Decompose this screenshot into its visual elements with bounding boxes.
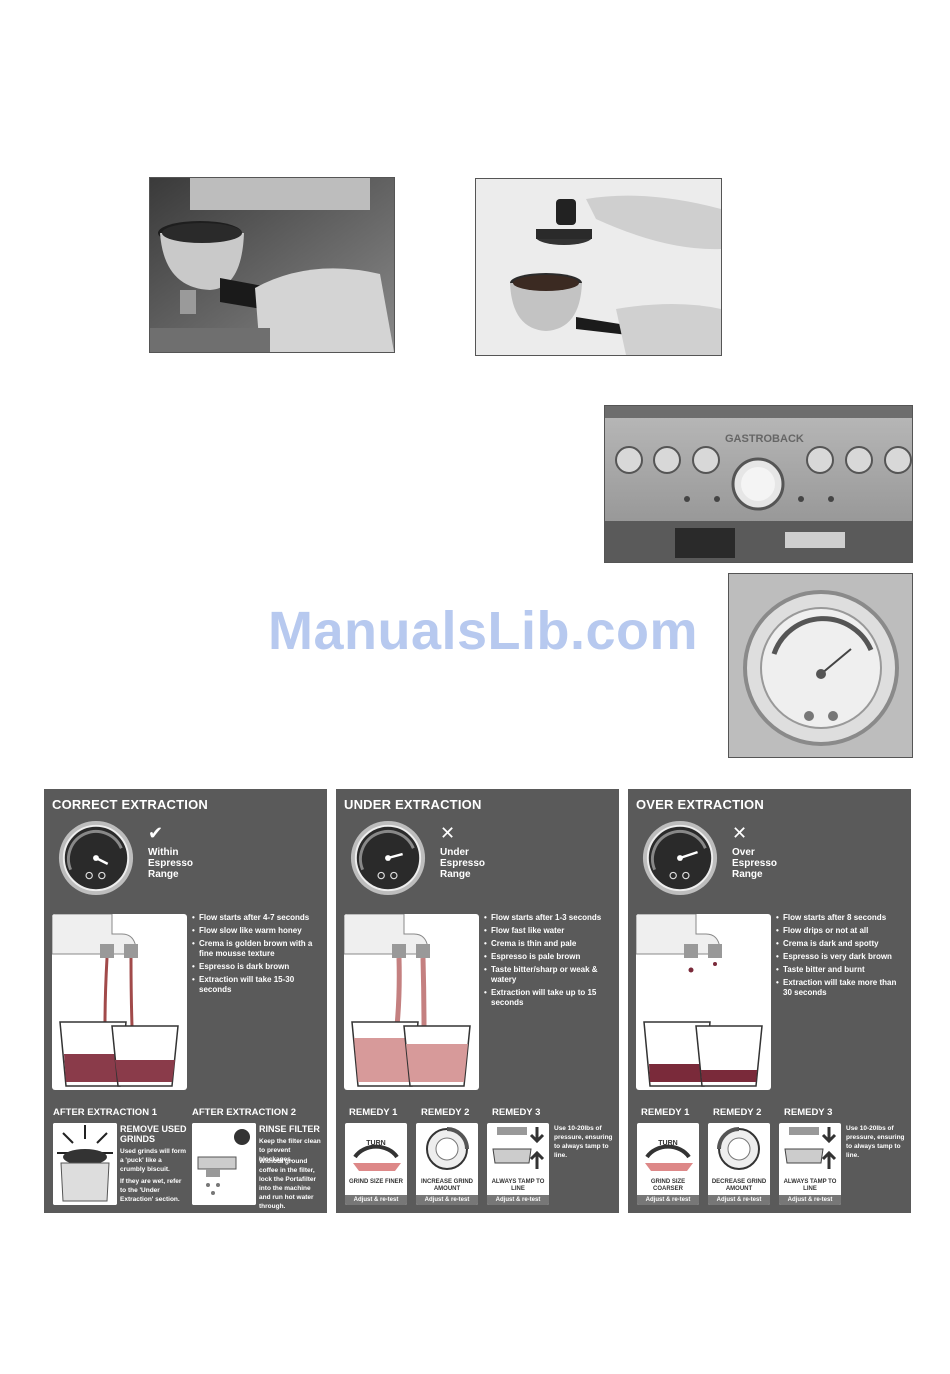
remedy-footer: Adjust & re-test [487,1195,549,1205]
turn-text: TURN [366,1140,385,1147]
after-extraction-2-heading: AFTER EXTRACTION 2 [192,1107,296,1118]
control-panel-photo: GASTROBACK [604,405,913,563]
after-extraction-1-heading: AFTER EXTRACTION 1 [53,1107,157,1118]
tamping-photo [475,178,722,356]
cross-icon: ✕ [732,823,748,844]
list-item: Espresso is pale brown [484,952,614,962]
remedy-2-heading: REMEDY 2 [713,1107,762,1118]
remedy-card: ALWAYS TAMP TO LINE Adjust & re-test [487,1123,549,1205]
remedy-footer: Adjust & re-test [345,1195,407,1205]
turn-text: TURN [658,1140,677,1147]
list-item: Crema is dark and spotty [776,939,906,949]
list-item: Flow starts after 1-3 seconds [484,913,614,923]
remedy-1-heading: REMEDY 1 [641,1107,690,1118]
brand-text: GASTROBACK [725,433,804,445]
remove-grinds-title: REMOVE USED GRINDS [120,1124,187,1144]
remedy-1-heading: REMEDY 1 [349,1107,398,1118]
remedy-label: ALWAYS TAMP TO LINE [491,1179,545,1192]
remedy-3-heading: REMEDY 3 [784,1107,833,1118]
remove-grinds-note: If they are wet, refer to the 'Under Ext… [120,1178,182,1203]
remedy-card: DECREASE GRIND AMOUNT Adjust & re-test [708,1123,770,1205]
list-item: Taste bitter/sharp or weak & watery [484,965,614,985]
check-icon: ✔ [148,823,164,844]
panel-title: CORRECT EXTRACTION [52,797,208,812]
remove-grinds-text: Used grinds will form a 'puck' like a cr… [120,1148,187,1173]
remedy-2-heading: REMEDY 2 [421,1107,470,1118]
tamp-icon [784,1127,837,1169]
over-extraction-panel: OVER EXTRACTION ✕ Over Espresso Range Fl… [628,789,911,1213]
list-item: Crema is golden brown with a fine mousse… [192,939,322,959]
panel-title: OVER EXTRACTION [636,797,764,812]
tamp-icon [492,1127,545,1169]
pressure-gauge-photo [728,573,913,758]
range-label: Under Espresso Range [440,847,486,880]
remedy-card: TURN GRIND SIZE FINER Adjust & re-test [345,1123,407,1205]
coffee-puck-icon [53,1123,117,1205]
remedy-footer: Adjust & re-test [708,1195,770,1205]
symptom-list: Flow starts after 4-7 seconds Flow slow … [192,913,322,998]
list-item: Taste bitter and burnt [776,965,906,975]
rinse-filter-icon [192,1123,256,1205]
range-label: Within Espresso Range [148,847,194,880]
remedy-card: TURN GRIND SIZE COARSER Adjust & re-test [637,1123,699,1205]
list-item: Extraction will take 15-30 seconds [192,975,322,995]
extraction-illustration [636,914,771,1090]
list-item: Flow slow like warm honey [192,926,322,936]
cross-icon: ✕ [440,823,456,844]
list-item: Flow starts after 4-7 seconds [192,913,322,923]
remedy-3-heading: REMEDY 3 [492,1107,541,1118]
remedy-label: DECREASE GRIND AMOUNT [711,1179,767,1192]
list-item: Extraction will take up to 15 seconds [484,988,614,1008]
correct-extraction-panel: CORRECT EXTRACTION ✔ Within Espresso Ran… [44,789,327,1213]
watermark-text: ManualsLib.com [268,601,699,661]
grind-dial-icon: TURN [353,1140,401,1171]
list-item: Espresso is very dark brown [776,952,906,962]
remedy-label: INCREASE GRIND AMOUNT [420,1179,473,1192]
list-item: Flow fast like water [484,926,614,936]
remedy-footer: Adjust & re-test [779,1195,841,1205]
list-item: Extraction will take more than 30 second… [776,978,906,998]
symptom-list: Flow starts after 1-3 seconds Flow fast … [484,913,614,1011]
grind-amount-dial-icon [717,1127,760,1170]
tamp-note: Use 10-20lbs of pressure, ensuring to al… [554,1125,613,1159]
range-label: Over Espresso Range [732,847,778,880]
list-item: Espresso is dark brown [192,962,322,972]
remedy-label: GRIND SIZE FINER [348,1179,403,1185]
remedy-label: GRIND SIZE COARSER [650,1179,686,1192]
list-item: Flow drips or not at all [776,926,906,936]
pressure-gauge-icon [57,819,135,897]
pressure-gauge-icon [349,819,427,897]
rinse-filter-note: Without ground coffee in the filter, loc… [259,1158,317,1210]
rinse-filter-title: RINSE FILTER [259,1124,320,1134]
panel-title: UNDER EXTRACTION [344,797,482,812]
remedy-card: ALWAYS TAMP TO LINE Adjust & re-test [779,1123,841,1205]
tamp-note: Use 10-20lbs of pressure, ensuring to al… [846,1125,905,1159]
list-item: Flow starts after 8 seconds [776,913,906,923]
remedy-card: INCREASE GRIND AMOUNT Adjust & re-test [416,1123,478,1205]
extraction-illustration [52,914,187,1090]
extraction-illustration [344,914,479,1090]
grind-dial-icon: TURN [645,1140,693,1171]
remedy-footer: Adjust & re-test [416,1195,478,1205]
portafilter-dosing-photo [149,177,395,353]
list-item: Crema is thin and pale [484,939,614,949]
rinse-filter-text: Keep the filter clean to prevent blockag… [259,1138,321,1163]
remedy-label: ALWAYS TAMP TO LINE [783,1179,837,1192]
pressure-gauge-icon [641,819,719,897]
symptom-list: Flow starts after 8 seconds Flow drips o… [776,913,906,1001]
remedy-footer: Adjust & re-test [637,1195,699,1205]
grind-amount-dial-icon [426,1127,469,1170]
under-extraction-panel: UNDER EXTRACTION ✕ Under Espresso Range … [336,789,619,1213]
